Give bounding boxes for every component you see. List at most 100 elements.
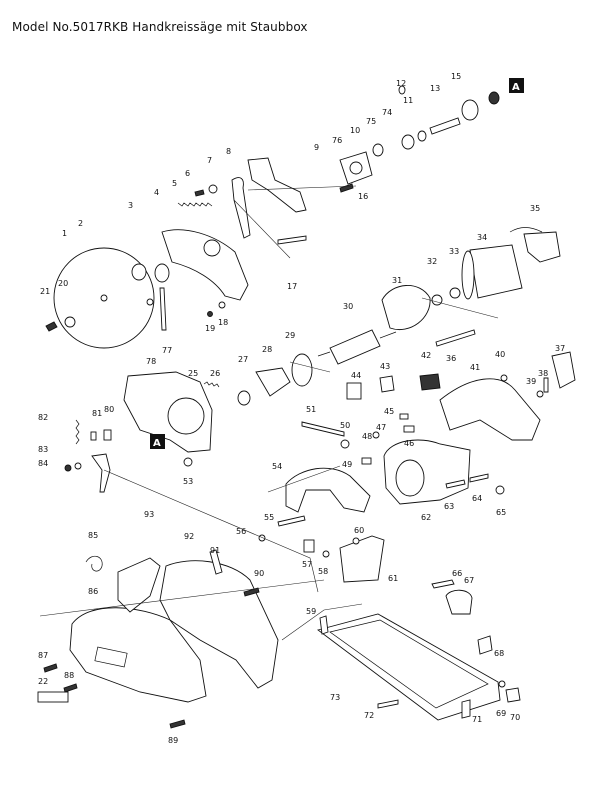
inner-flange [154, 263, 170, 283]
part-label: 93 [144, 510, 154, 519]
part-label: 78 [146, 357, 156, 366]
reference-marker-lower: A [150, 434, 165, 449]
part-label: 80 [104, 405, 114, 414]
part-label: 28 [262, 345, 272, 354]
part-label: 49 [342, 460, 352, 469]
part-label: 84 [38, 459, 48, 468]
part-label: 42 [421, 351, 431, 360]
part-label: 2 [78, 219, 83, 228]
part-label: 90 [254, 569, 264, 578]
base-plate [316, 613, 501, 721]
part-label: 91 [210, 546, 220, 555]
part-label: 19 [205, 324, 215, 333]
part-label: 13 [430, 84, 440, 93]
armature [329, 329, 381, 365]
part-label: 18 [218, 318, 228, 327]
part-label: 29 [285, 331, 295, 340]
baffle-plate [381, 285, 431, 330]
part-label: 36 [446, 354, 456, 363]
part-label: 56 [236, 527, 246, 536]
part-label: 8 [226, 147, 231, 156]
guard-lever [231, 177, 251, 239]
part-label: 27 [238, 355, 248, 364]
part-label: 40 [495, 350, 505, 359]
boundary-lines [39, 185, 499, 641]
diagram-title: Model No.5017RKB Handkreissäge mit Staub… [12, 20, 308, 34]
part-label: 65 [496, 508, 506, 517]
part-label: 38 [538, 369, 548, 378]
part-label: 30 [343, 302, 353, 311]
part-label: 10 [350, 126, 360, 135]
part-label: 53 [183, 477, 193, 486]
helical-gear [291, 353, 313, 387]
lower-guard [161, 229, 249, 301]
part-label: 75 [366, 117, 376, 126]
label-plate [419, 373, 441, 391]
part-label: 46 [404, 439, 414, 448]
part-label: 74 [382, 108, 392, 117]
part-label: 81 [92, 409, 102, 418]
part-label: 64 [472, 494, 482, 503]
part-label: 35 [530, 204, 540, 213]
part-label: 15 [451, 72, 461, 81]
part-label: 69 [496, 709, 506, 718]
part-label: 92 [184, 532, 194, 541]
part-label: 58 [318, 567, 328, 576]
motor-housing [469, 244, 523, 299]
part-label: 3 [128, 201, 133, 210]
part-label: 70 [510, 713, 520, 722]
spindle [429, 117, 461, 135]
part-shapes [37, 85, 576, 729]
part-label: 20 [58, 279, 68, 288]
part-label: 11 [403, 96, 413, 105]
part-label: 6 [185, 169, 190, 178]
part-label: 16 [358, 192, 368, 201]
part-label: 50 [340, 421, 350, 430]
part-label: 63 [444, 502, 454, 511]
part-label: 62 [421, 513, 431, 522]
bevel-bracket [339, 535, 385, 583]
part-label: 9 [314, 143, 319, 152]
part-label: 22 [38, 677, 48, 686]
part-label: 51 [306, 405, 316, 414]
handle-cover [439, 378, 541, 441]
part-label: 61 [388, 574, 398, 583]
part-label: 41 [470, 363, 480, 372]
part-label: 48 [362, 432, 372, 441]
part-label: 44 [351, 371, 361, 380]
cord-clamp [523, 231, 561, 263]
part-label: 25 [188, 369, 198, 378]
part-label: 85 [88, 531, 98, 540]
part-label: 67 [464, 576, 474, 585]
part-label: 68 [494, 649, 504, 658]
depth-plate [247, 157, 307, 213]
part-label: 45 [384, 407, 394, 416]
part-label: 72 [364, 711, 374, 720]
part-label: 57 [302, 560, 312, 569]
gear-13 [461, 99, 479, 121]
outer-flange [131, 263, 147, 281]
rear-handle [285, 467, 371, 513]
reference-marker-upper: A [509, 78, 524, 93]
part-label: 34 [477, 233, 487, 242]
part-label: 82 [38, 413, 48, 422]
part-label: 66 [452, 569, 462, 578]
part-label: 33 [449, 247, 459, 256]
dust-box [69, 607, 207, 703]
part-label: 89 [168, 736, 178, 745]
part-label: 88 [64, 671, 74, 680]
part-label: 43 [380, 362, 390, 371]
part-label: 26 [210, 369, 220, 378]
part-label: 32 [427, 257, 437, 266]
warning-label [37, 691, 69, 703]
part-label: 12 [396, 79, 406, 88]
part-label: 39 [526, 377, 536, 386]
part-label: 5 [172, 179, 177, 188]
part-label: 7 [207, 156, 212, 165]
part-label: 59 [306, 607, 316, 616]
part-label: 86 [88, 587, 98, 596]
part-label: 83 [38, 445, 48, 454]
part-label: 76 [332, 136, 342, 145]
spring [177, 202, 213, 207]
reference-marker-label: A [512, 82, 520, 93]
